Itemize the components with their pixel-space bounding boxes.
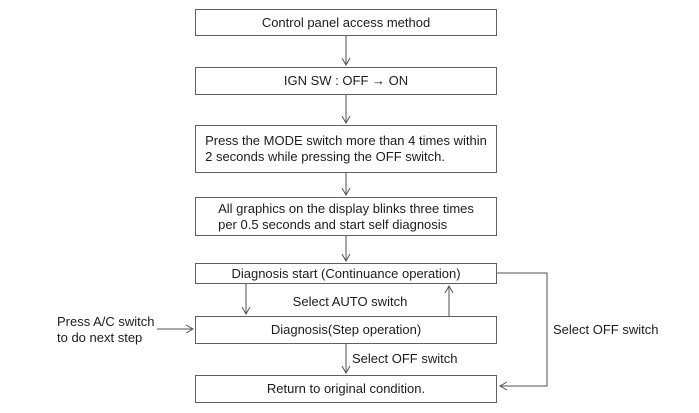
flow-box-control-panel-access-method: Control panel access method xyxy=(195,9,497,36)
flow-box-label: Diagnosis start (Continuance operation) xyxy=(231,265,461,281)
edge-label-select-auto-switch: Select AUTO switch xyxy=(292,294,408,309)
flow-box-label: IGN SW : OFF → ON xyxy=(283,73,409,88)
flow-box-label: Diagnosis(Step operation) xyxy=(270,322,422,337)
flow-box-press-mode-switch: Press the MODE switch more than 4 times … xyxy=(195,125,497,173)
flow-box-return-original: Return to original condition. xyxy=(195,375,497,403)
flow-box-label: Control panel access method xyxy=(261,14,431,30)
edge-label-select-off-switch-bypass: Select OFF switch xyxy=(553,322,659,337)
edge-label-select-off-switch: Select OFF switch xyxy=(352,351,458,366)
flow-box-label: Return to original condition. xyxy=(266,381,426,396)
flow-box-graphics-blink: All graphics on the display blinks three… xyxy=(195,197,497,236)
flow-box-ign-sw-off-on: IGN SW : OFF → ON xyxy=(195,67,497,95)
flow-box-diagnosis-step: Diagnosis(Step operation) xyxy=(195,316,497,344)
flow-box-diagnosis-start: Diagnosis start (Continuance operation) xyxy=(195,263,497,284)
flow-box-label: Press the MODE switch more than 4 times … xyxy=(205,133,487,164)
flow-box-label: All graphics on the display blinks three… xyxy=(218,200,474,232)
side-note-press-ac-switch: Press A/C switch to do next step xyxy=(57,314,155,345)
arrow-box5-box7-bypass xyxy=(497,272,548,391)
